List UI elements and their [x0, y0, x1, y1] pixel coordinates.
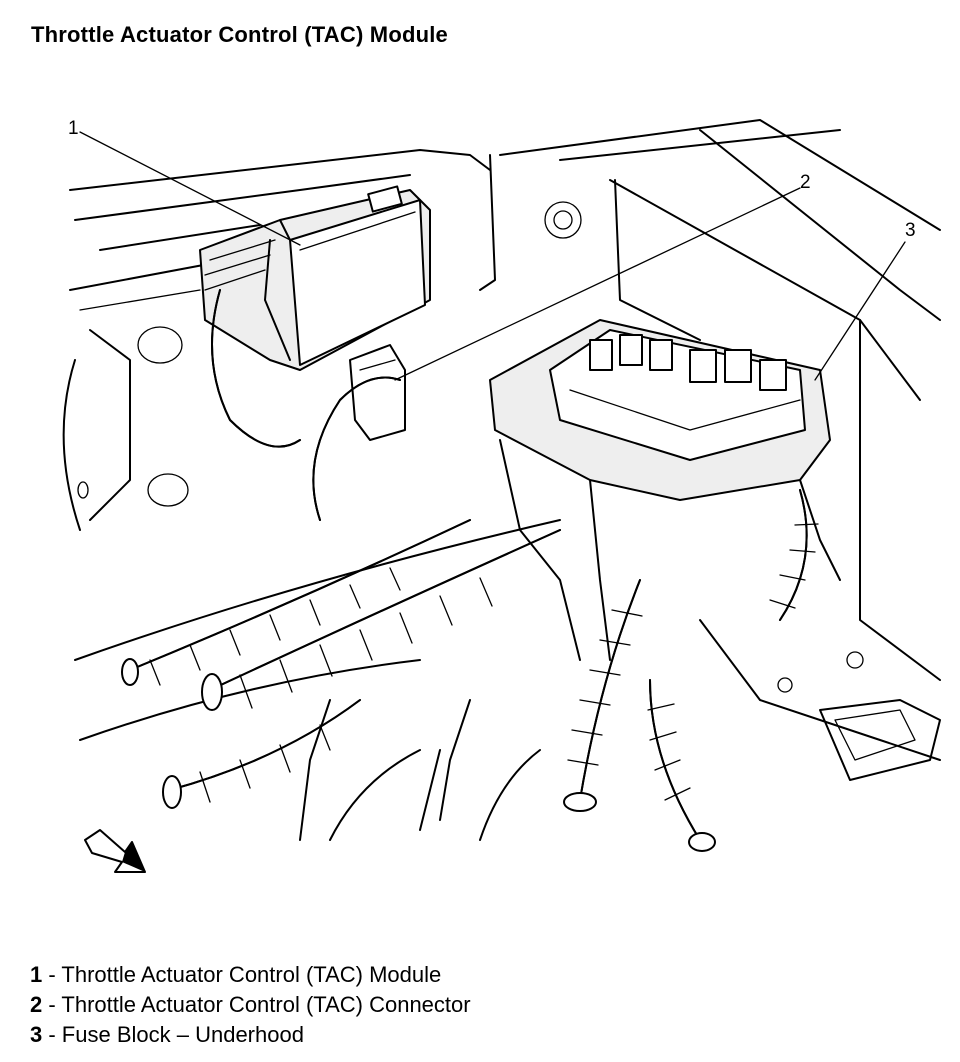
front-direction-arrow	[84, 829, 146, 873]
legend: 1 - Throttle Actuator Control (TAC) Modu…	[30, 960, 471, 1050]
wiring-harness-illustration	[121, 289, 819, 852]
figure-title: Throttle Actuator Control (TAC) Module	[31, 22, 448, 47]
legend-item: 1 - Throttle Actuator Control (TAC) Modu…	[30, 960, 471, 990]
leader-line-2	[394, 187, 801, 381]
legend-label: - Throttle Actuator Control (TAC) Module	[42, 962, 442, 987]
legend-item: 3 - Fuse Block – Underhood	[30, 1020, 471, 1050]
leader-line-3	[814, 241, 906, 381]
firewall-structure	[62, 119, 941, 841]
legend-number: 3	[30, 1022, 43, 1047]
callout-1: 1	[68, 118, 79, 139]
fuse-block-illustration	[489, 319, 841, 661]
legend-number: 1	[30, 962, 43, 987]
tac-module-illustration	[199, 185, 431, 441]
callout-3: 3	[905, 220, 916, 241]
legend-label: - Throttle Actuator Control (TAC) Connec…	[42, 992, 471, 1017]
engine-bay-illustration: 1 2 3	[62, 118, 941, 873]
leader-line-1	[79, 131, 301, 246]
leader-lines	[79, 131, 906, 381]
callout-2: 2	[800, 172, 811, 193]
legend-item: 2 - Throttle Actuator Control (TAC) Conn…	[30, 990, 471, 1020]
legend-label: - Fuse Block – Underhood	[42, 1022, 304, 1047]
legend-number: 2	[30, 992, 43, 1017]
